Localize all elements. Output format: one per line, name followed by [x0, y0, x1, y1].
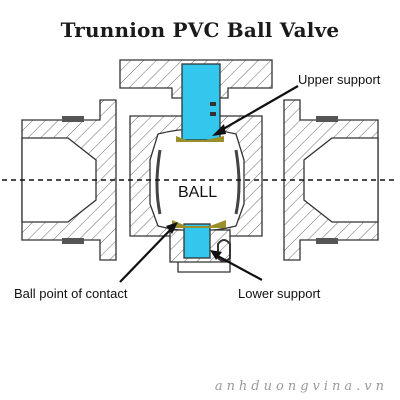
watermark: anhduongvina.vn	[214, 379, 388, 394]
arrow-upper-support	[217, 85, 299, 133]
upper-contact	[176, 136, 224, 142]
upper-stem	[176, 63, 224, 142]
valve-body	[129, 115, 263, 237]
left-seat	[155, 149, 162, 215]
leader-arrows	[119, 85, 299, 283]
diagram-title: Trunnion PVC Ball Valve	[60, 18, 340, 42]
arrow-lower-support	[213, 253, 263, 281]
left-oring-bottom	[62, 238, 84, 244]
ball-point-of-contact-label: Ball point of contact	[14, 286, 128, 301]
left-oring-top	[62, 116, 84, 122]
lower-support-label: Lower support	[238, 286, 321, 301]
right-oring-top	[316, 116, 338, 122]
right-oring-bottom	[316, 238, 338, 244]
lower-support-assembly	[169, 220, 231, 273]
ball-label: BALL	[178, 184, 218, 201]
arrow-ball-contact	[119, 225, 175, 283]
right-seat	[234, 149, 241, 215]
arrow-heads	[166, 124, 226, 260]
upper-support-label: Upper support	[298, 72, 381, 87]
lower-support	[183, 223, 211, 259]
lower-contact	[172, 220, 226, 228]
